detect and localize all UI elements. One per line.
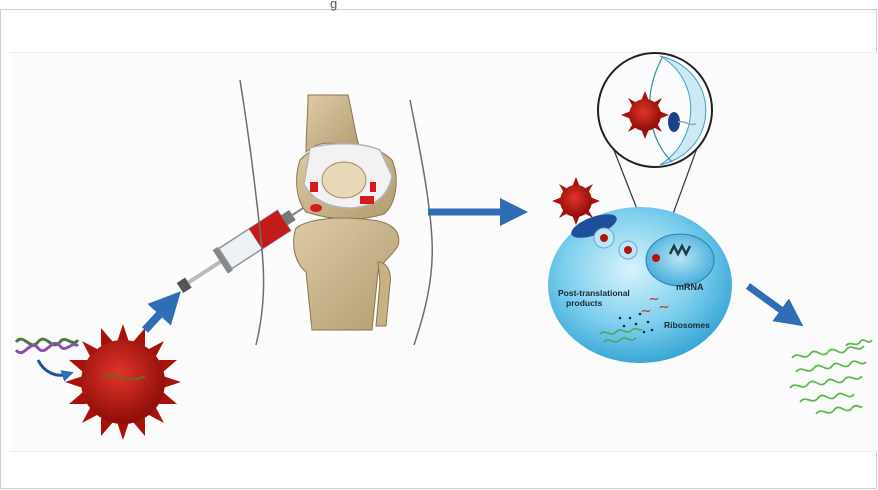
dna-insert-arrow: [38, 360, 68, 375]
virus-icon: [552, 177, 600, 225]
label-post-translational-1: Post-translational: [558, 288, 630, 298]
flow-arrow-1: [145, 303, 170, 330]
label-mrna: mRNA: [676, 282, 704, 292]
cell-icon: mRNA Post-translational products Ribosom…: [548, 207, 732, 363]
protein-icon: [790, 340, 872, 414]
zoom-inset: [598, 53, 712, 167]
dna-strand-icon: [16, 339, 78, 353]
virus-icon: [65, 324, 181, 440]
label-post-translational-2: products: [566, 298, 603, 308]
flow-arrow-3: [748, 286, 792, 318]
knee-joint-icon: [294, 95, 399, 330]
label-ribosomes: Ribosomes: [664, 320, 710, 330]
